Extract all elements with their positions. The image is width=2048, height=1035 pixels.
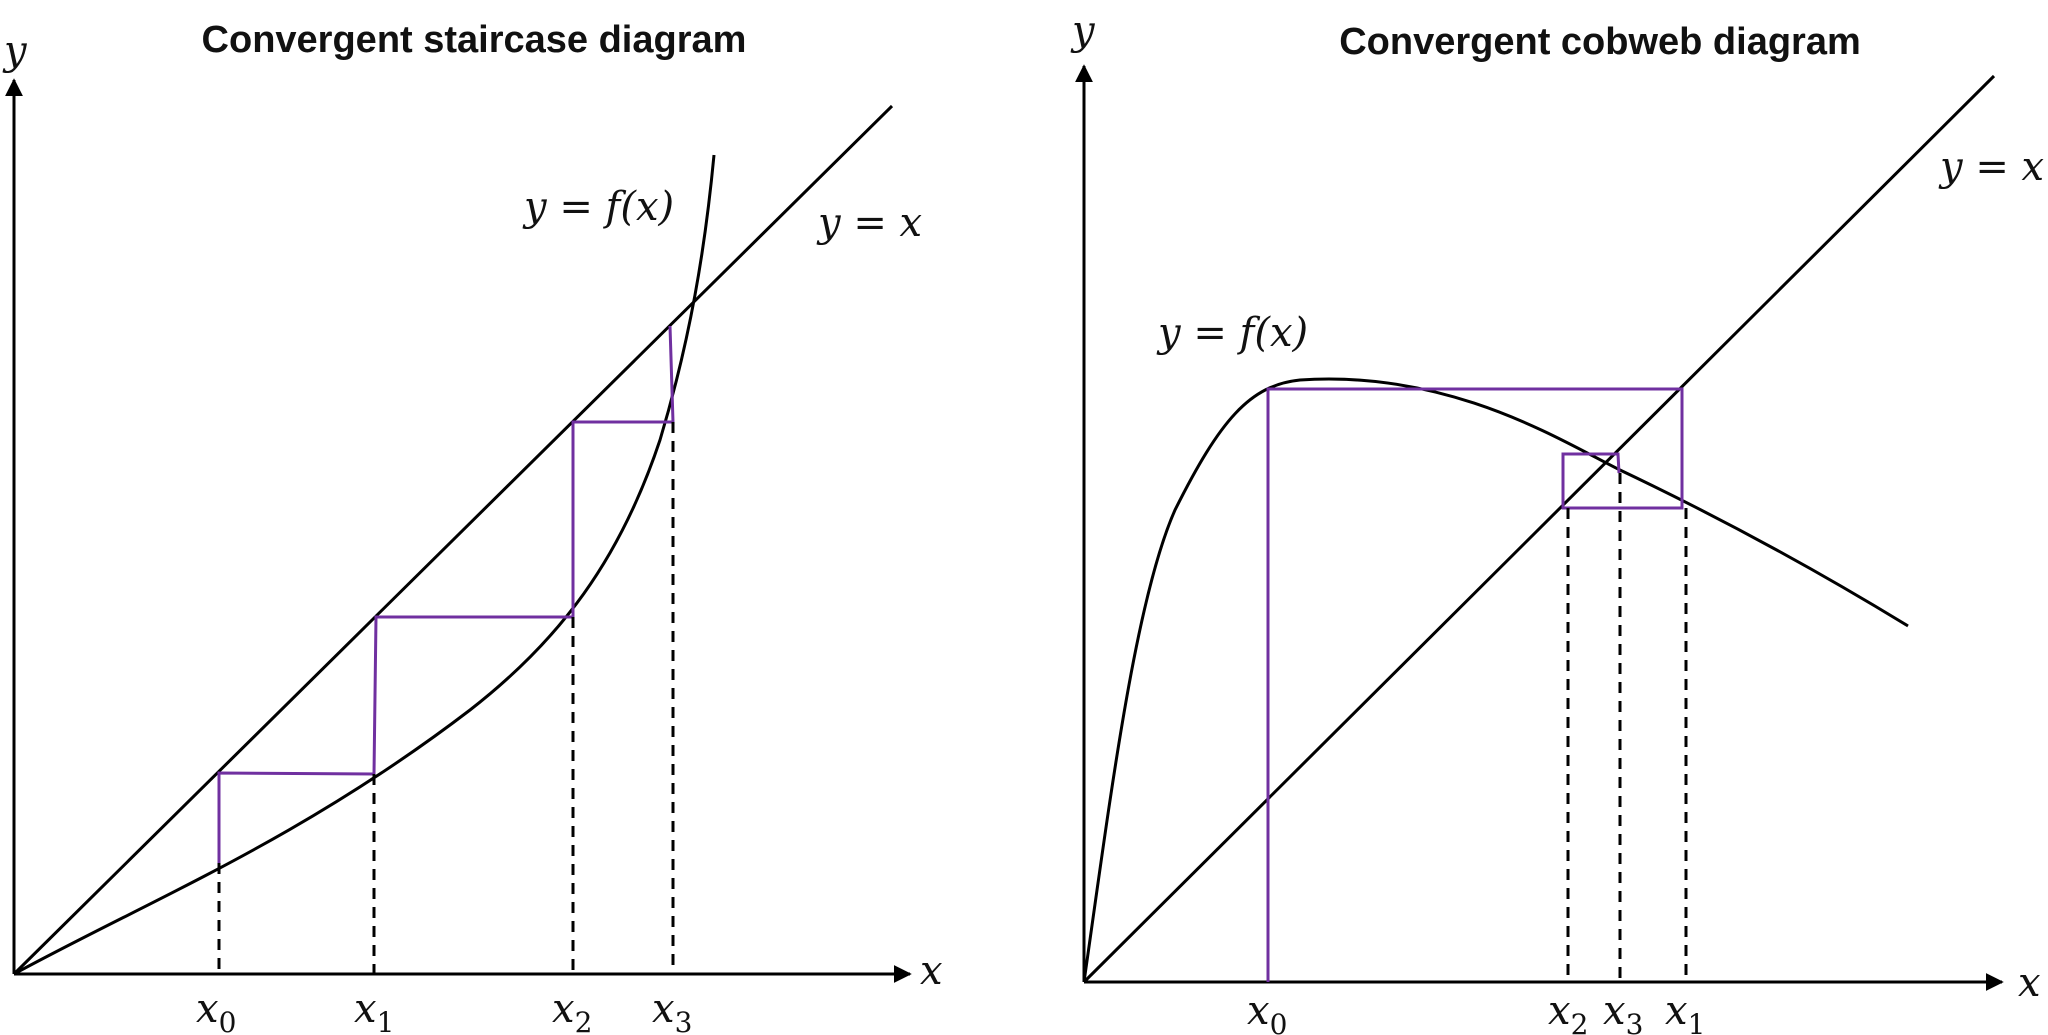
cobweb-identity-line [1082,74,1996,984]
staircase-diagram: Convergent staircase diagram y x y = x y… [2,19,943,1035]
staircase-identity-line [12,104,894,976]
cobweb-tick-x0: x0 [1247,988,1287,1035]
staircase-tick-x2: x2 [552,986,592,1035]
cobweb-y-axis-label: y [1070,8,1096,54]
cobweb-title: Convergent cobweb diagram [1339,21,1861,63]
staircase-title: Convergent staircase diagram [202,19,747,61]
staircase-function-curve [13,154,716,976]
cobweb-tick-x2: x2 [1548,988,1588,1035]
cobweb-identity-label: y = x [1938,144,2044,190]
staircase-function-label: y = f(x) [522,184,674,230]
cobweb-tick-x3: x3 [1603,988,1643,1035]
cobweb-function-curve [1082,377,1909,983]
staircase-iteration-path [217,325,675,863]
cobweb-x-axis-label: x [2018,960,2041,1006]
cobweb-function-label: y = f(x) [1156,310,1308,356]
staircase-y-axis-label: y [2,28,28,74]
staircase-x-axis-label: x [920,948,943,994]
staircase-tick-x0: x0 [196,986,236,1035]
cobweb-iteration-path [1266,387,1684,982]
cobweb-diagram: Convergent cobweb diagram y x y = x y = … [1070,8,2044,1035]
staircase-tick-x3: x3 [652,986,692,1035]
staircase-tick-x1: x1 [354,986,394,1035]
staircase-identity-label: y = x [816,200,922,246]
cobweb-tick-x1: x1 [1665,988,1705,1035]
